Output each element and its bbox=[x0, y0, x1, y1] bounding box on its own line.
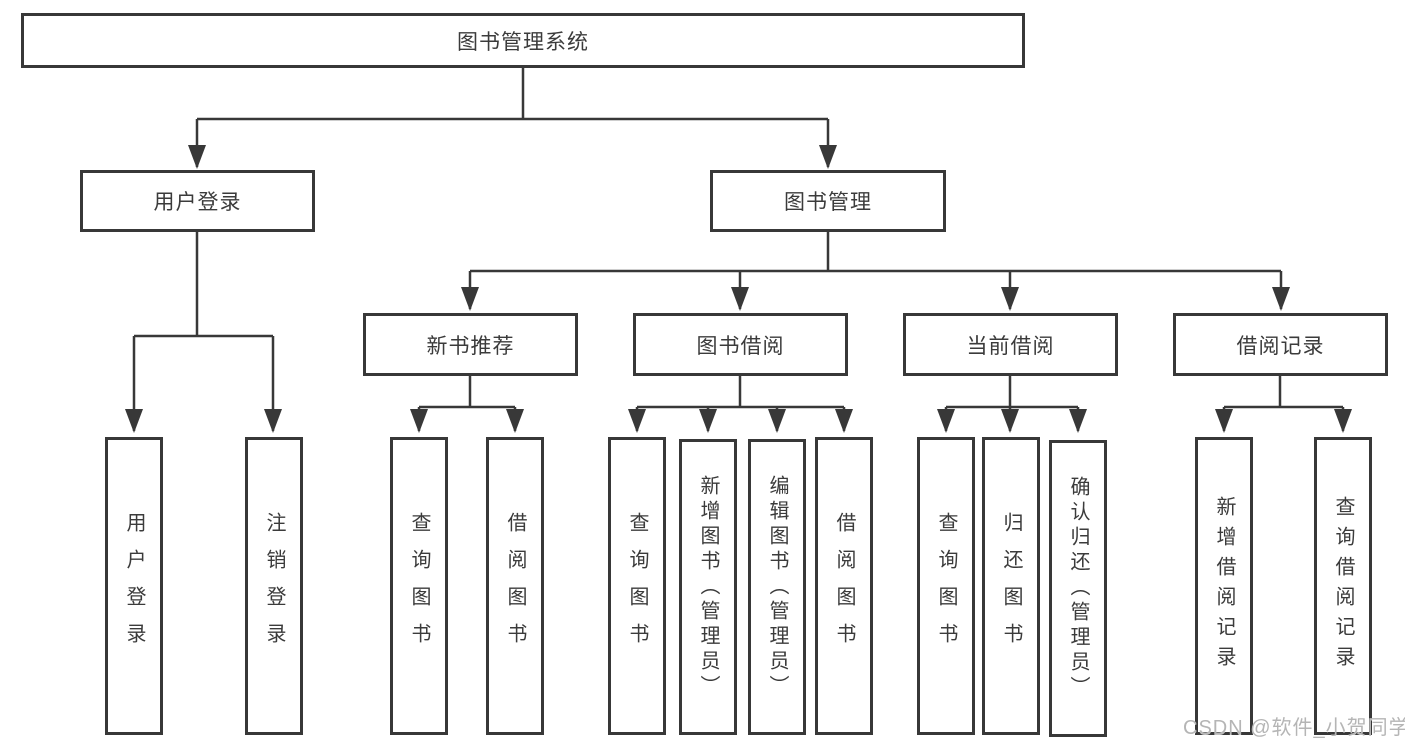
leaf-add-borrow-record: 新增借阅记录 bbox=[1195, 437, 1253, 735]
leaf-return-book-label: 归还图书 bbox=[1000, 512, 1022, 660]
leaf-add-book-admin-label: 新增图书（管理员） bbox=[697, 474, 719, 700]
leaf-logout: 注销登录 bbox=[245, 437, 303, 735]
node-current-borrowing: 当前借阅 bbox=[903, 313, 1118, 376]
node-borrowing-records-label: 借阅记录 bbox=[1236, 334, 1325, 358]
node-root: 图书管理系统 bbox=[21, 13, 1025, 68]
csdn-watermark: CSDN @软件_小贺同学 bbox=[1183, 717, 1405, 739]
node-root-label: 图书管理系统 bbox=[457, 30, 589, 54]
leaf-add-book-admin: 新增图书（管理员） bbox=[679, 439, 737, 735]
leaf-query-books-recommend-label: 查询图书 bbox=[408, 512, 430, 660]
leaf-borrow-books-recommend-label: 借阅图书 bbox=[504, 512, 526, 660]
leaf-borrow-books-borrowing: 借阅图书 bbox=[815, 437, 873, 735]
leaf-query-books-current-label: 查询图书 bbox=[935, 512, 957, 660]
leaf-user-login-label: 用户登录 bbox=[123, 512, 145, 660]
node-book-management: 图书管理 bbox=[710, 170, 946, 232]
leaf-confirm-return-admin-label: 确认归还（管理员） bbox=[1067, 476, 1089, 701]
leaf-query-borrow-record: 查询借阅记录 bbox=[1314, 437, 1372, 735]
leaf-edit-book-admin: 编辑图书（管理员） bbox=[748, 439, 806, 735]
leaf-confirm-return-admin: 确认归还（管理员） bbox=[1049, 440, 1107, 737]
leaf-logout-label: 注销登录 bbox=[263, 512, 285, 660]
node-borrowing-records: 借阅记录 bbox=[1173, 313, 1388, 376]
node-new-book-recommend: 新书推荐 bbox=[363, 313, 578, 376]
node-book-borrowing: 图书借阅 bbox=[633, 313, 848, 376]
leaf-query-books-borrowing: 查询图书 bbox=[608, 437, 666, 735]
leaf-user-login: 用户登录 bbox=[105, 437, 163, 735]
node-book-management-label: 图书管理 bbox=[784, 191, 872, 214]
leaf-query-books-current: 查询图书 bbox=[917, 437, 975, 735]
leaf-edit-book-admin-label: 编辑图书（管理员） bbox=[766, 474, 788, 700]
leaf-query-books-borrowing-label: 查询图书 bbox=[626, 512, 648, 660]
node-current-borrowing-label: 当前借阅 bbox=[966, 334, 1055, 358]
node-user-login: 用户登录 bbox=[80, 170, 315, 232]
node-new-book-recommend-label: 新书推荐 bbox=[426, 334, 515, 358]
leaf-add-borrow-record-label: 新增借阅记录 bbox=[1213, 496, 1235, 676]
node-book-borrowing-label: 图书借阅 bbox=[696, 334, 785, 358]
leaf-query-borrow-record-label: 查询借阅记录 bbox=[1332, 496, 1354, 676]
node-user-login-label: 用户登录 bbox=[153, 191, 242, 214]
leaf-borrow-books-borrowing-label: 借阅图书 bbox=[833, 512, 855, 660]
leaf-query-books-recommend: 查询图书 bbox=[390, 437, 448, 735]
leaf-borrow-books-recommend: 借阅图书 bbox=[486, 437, 544, 735]
leaf-return-book: 归还图书 bbox=[982, 437, 1040, 735]
